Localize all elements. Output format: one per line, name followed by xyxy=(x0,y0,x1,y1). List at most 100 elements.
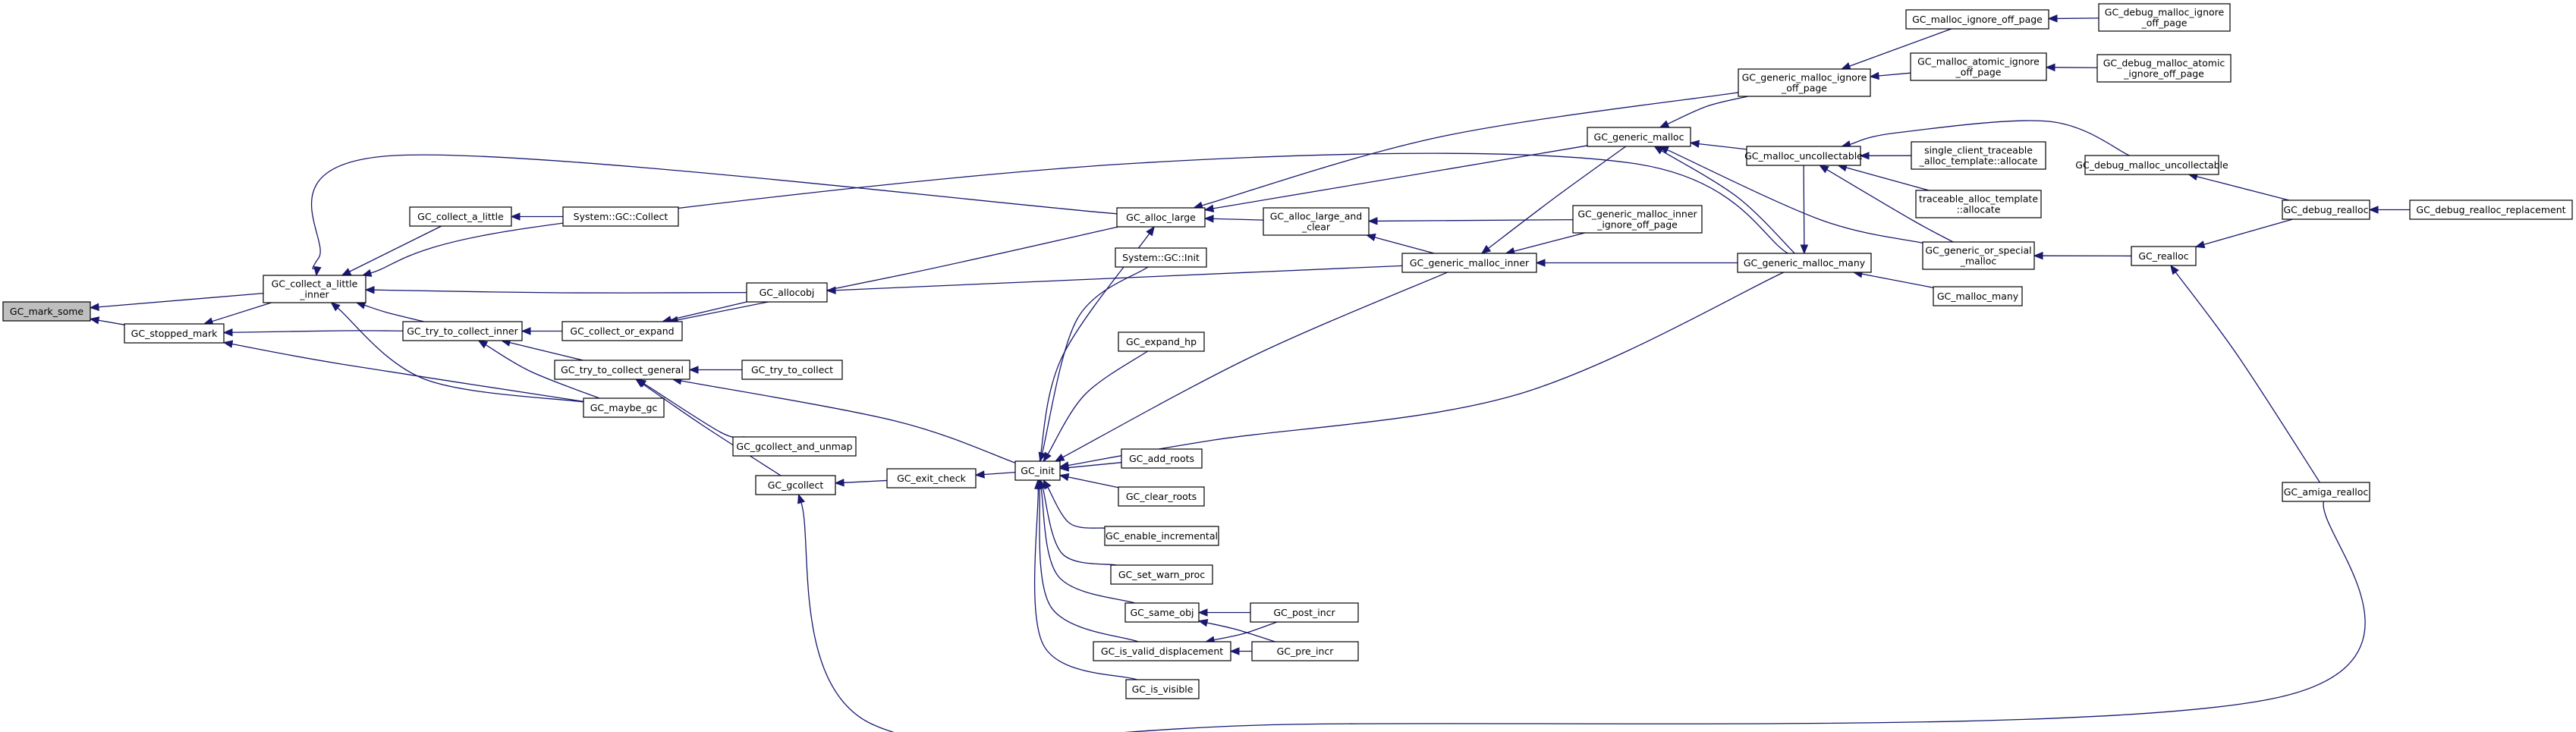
node-sys-collect[interactable]: System::GC::Collect xyxy=(562,206,679,227)
node-debug-malloc-ignore[interactable]: GC_debug_malloc_ignore_off_page xyxy=(2098,3,2231,32)
node-box xyxy=(746,282,828,303)
node-label: GC_init xyxy=(1021,465,1055,476)
node-stopped-mark[interactable]: GC_stopped_mark xyxy=(124,323,225,344)
node-debug-malloc-uncollectable[interactable]: GC_debug_malloc_uncollectable xyxy=(2075,155,2228,175)
node-is-visible[interactable]: GC_is_visible xyxy=(1125,679,1200,699)
node-box xyxy=(583,397,665,418)
node-generic-malloc-inner-ignore[interactable]: GC_generic_malloc_inner_ignore_off_page xyxy=(1572,205,1703,234)
node-label: GC_amiga_realloc xyxy=(2284,486,2369,498)
node-alloc-large-and-clear[interactable]: GC_alloc_large_and_clear xyxy=(1263,207,1370,236)
node-box xyxy=(1401,253,1537,273)
call-edge-add-roots-to-init xyxy=(1058,462,1122,472)
node-generic-malloc[interactable]: GC_generic_malloc xyxy=(1587,127,1691,147)
node-alloc-large[interactable]: GC_alloc_large xyxy=(1116,207,1206,228)
node-box xyxy=(1922,241,2035,270)
call-edge-generic-malloc-inner-ignore-to-alloc-large-and-clear xyxy=(1367,217,1574,225)
call-edge-generic-malloc-inner-to-init xyxy=(1054,272,1448,462)
node-same-obj[interactable]: GC_same_obj xyxy=(1124,602,1200,623)
edge-line xyxy=(1068,476,1119,489)
node-realloc[interactable]: GC_realloc xyxy=(2131,246,2197,266)
edge-line xyxy=(1040,488,1135,604)
edge-line xyxy=(509,341,583,361)
node-init[interactable]: GC_init xyxy=(1014,460,1061,481)
node-label: GC_maybe_gc xyxy=(590,402,658,413)
edge-line xyxy=(1698,143,1747,150)
arrowhead-icon xyxy=(1659,120,1670,128)
node-try-to-collect-general[interactable]: GC_try_to_collect_general xyxy=(554,360,690,380)
node-generic-malloc-inner[interactable]: GC_generic_malloc_inner xyxy=(1401,253,1537,273)
node-is-valid-displacement[interactable]: GC_is_valid_displacement xyxy=(1093,641,1231,661)
node-gcollect-and-unmap[interactable]: GC_gcollect_and_unmap xyxy=(732,436,857,457)
node-generic-malloc-many[interactable]: GC_generic_malloc_many xyxy=(1737,253,1872,273)
node-label: GC_enable_incremental xyxy=(1106,530,1218,542)
node-label: GC_debug_realloc xyxy=(2283,204,2368,215)
arrowhead-icon xyxy=(2194,240,2206,249)
edge-line xyxy=(1878,72,1911,77)
call-edge-generic-malloc-to-alloc-large xyxy=(1203,145,1588,213)
arrowhead-icon xyxy=(797,493,806,504)
edge-line xyxy=(349,225,442,272)
edge-line xyxy=(1488,146,1627,249)
node-collect-a-little-inner[interactable]: GC_collect_a_little_inner xyxy=(263,275,366,303)
call-edge-collect-a-little-inner-to-stopped-mark xyxy=(203,302,272,325)
node-malloc-uncollectable[interactable]: GC_malloc_uncollectable xyxy=(1744,146,1863,166)
call-edge-pre-incr-to-is-valid-displacement xyxy=(1229,647,1252,655)
node-expand-hp[interactable]: GC_expand_hp xyxy=(1118,331,1205,352)
arrowhead-icon xyxy=(313,265,322,277)
node-malloc-atomic-ignore[interactable]: GC_malloc_atomic_ignore_off_page xyxy=(1910,52,2047,81)
node-malloc-ignore-off-page[interactable]: GC_malloc_ignore_off_page xyxy=(1905,9,2049,30)
node-debug-malloc-atomic-ignore[interactable]: GC_debug_malloc_atomic_ignore_off_page xyxy=(2096,54,2232,83)
arrowhead-icon xyxy=(2033,251,2043,260)
node-clear-roots[interactable]: GC_clear_roots xyxy=(1118,486,1205,507)
node-traceable-alloc[interactable]: traceable_alloc_template::allocate xyxy=(1915,190,2042,218)
node-post-incr[interactable]: GC_post_incr xyxy=(1250,602,1359,623)
node-debug-realloc-replacement[interactable]: GC_debug_realloc_replacement xyxy=(2409,199,2573,220)
node-label: GC_allocobj xyxy=(760,287,815,298)
node-box xyxy=(1905,9,2049,30)
node-collect-or-expand[interactable]: GC_collect_or_expand xyxy=(561,321,683,341)
arrowhead-icon xyxy=(1203,215,1214,223)
node-sys-init[interactable]: System::GC::Init xyxy=(1115,247,1207,268)
node-allocobj[interactable]: GC_allocobj xyxy=(746,282,828,303)
call-edge-generic-malloc-many-to-generic-malloc xyxy=(1653,146,1795,254)
node-collect-a-little[interactable]: GC_collect_a_little xyxy=(409,206,512,227)
node-mark-some[interactable]: GC_mark_some xyxy=(2,301,91,322)
node-generic-or-special[interactable]: GC_generic_or_special_malloc xyxy=(1922,241,2035,270)
node-gcollect[interactable]: GC_gcollect xyxy=(755,475,836,495)
call-edge-alloc-large-to-collect-a-little-inner xyxy=(310,154,1118,277)
node-box xyxy=(1121,448,1203,469)
node-try-to-collect[interactable]: GC_try_to_collect xyxy=(741,360,843,380)
node-label: GC_generic_malloc_inner xyxy=(1577,209,1697,220)
node-add-roots[interactable]: GC_add_roots xyxy=(1121,448,1203,469)
call-edge-post-incr-to-same-obj xyxy=(1197,608,1250,617)
edge-line xyxy=(1849,120,2130,156)
arrowhead-icon xyxy=(974,470,985,479)
arrowhead-icon xyxy=(2170,264,2179,275)
call-edge-try-to-collect-to-try-to-collect-general xyxy=(688,366,742,374)
arrowhead-icon xyxy=(510,212,521,221)
edge-line xyxy=(1826,169,1954,243)
node-pre-incr[interactable]: GC_pre_incr xyxy=(1251,641,1359,661)
edge-line xyxy=(1039,488,1139,642)
node-single-client[interactable]: single_client_traceable_alloc_template::… xyxy=(1911,141,2046,170)
edges-layer xyxy=(89,14,2410,732)
node-exit-check[interactable]: GC_exit_check xyxy=(886,468,977,489)
node-malloc-many[interactable]: GC_malloc_many xyxy=(1933,286,2023,306)
node-debug-realloc[interactable]: GC_debug_realloc xyxy=(2282,199,2370,220)
node-box xyxy=(1115,247,1207,268)
node-enable-incremental[interactable]: GC_enable_incremental xyxy=(1104,526,1219,546)
node-label: single_client_traceable xyxy=(1924,145,2033,156)
arrowhead-icon xyxy=(222,340,234,348)
arrowhead-icon xyxy=(1058,473,1070,482)
node-maybe-gc[interactable]: GC_maybe_gc xyxy=(583,397,665,418)
node-box xyxy=(1118,486,1205,507)
node-try-to-collect-inner[interactable]: GC_try_to_collect_inner xyxy=(402,321,523,341)
node-generic-malloc-ignore[interactable]: GC_generic_malloc_ignore_off_page xyxy=(1738,68,1871,97)
node-box xyxy=(1911,141,2046,170)
edge-line xyxy=(2197,176,2290,201)
node-label: _malloc xyxy=(1960,256,1997,267)
arrowhead-icon xyxy=(1034,479,1043,489)
node-amiga-realloc[interactable]: GC_amiga_realloc xyxy=(2282,482,2370,502)
node-set-warn-proc[interactable]: GC_set_warn_proc xyxy=(1110,564,1213,585)
node-label: _ignore_off_page xyxy=(1596,219,1678,231)
